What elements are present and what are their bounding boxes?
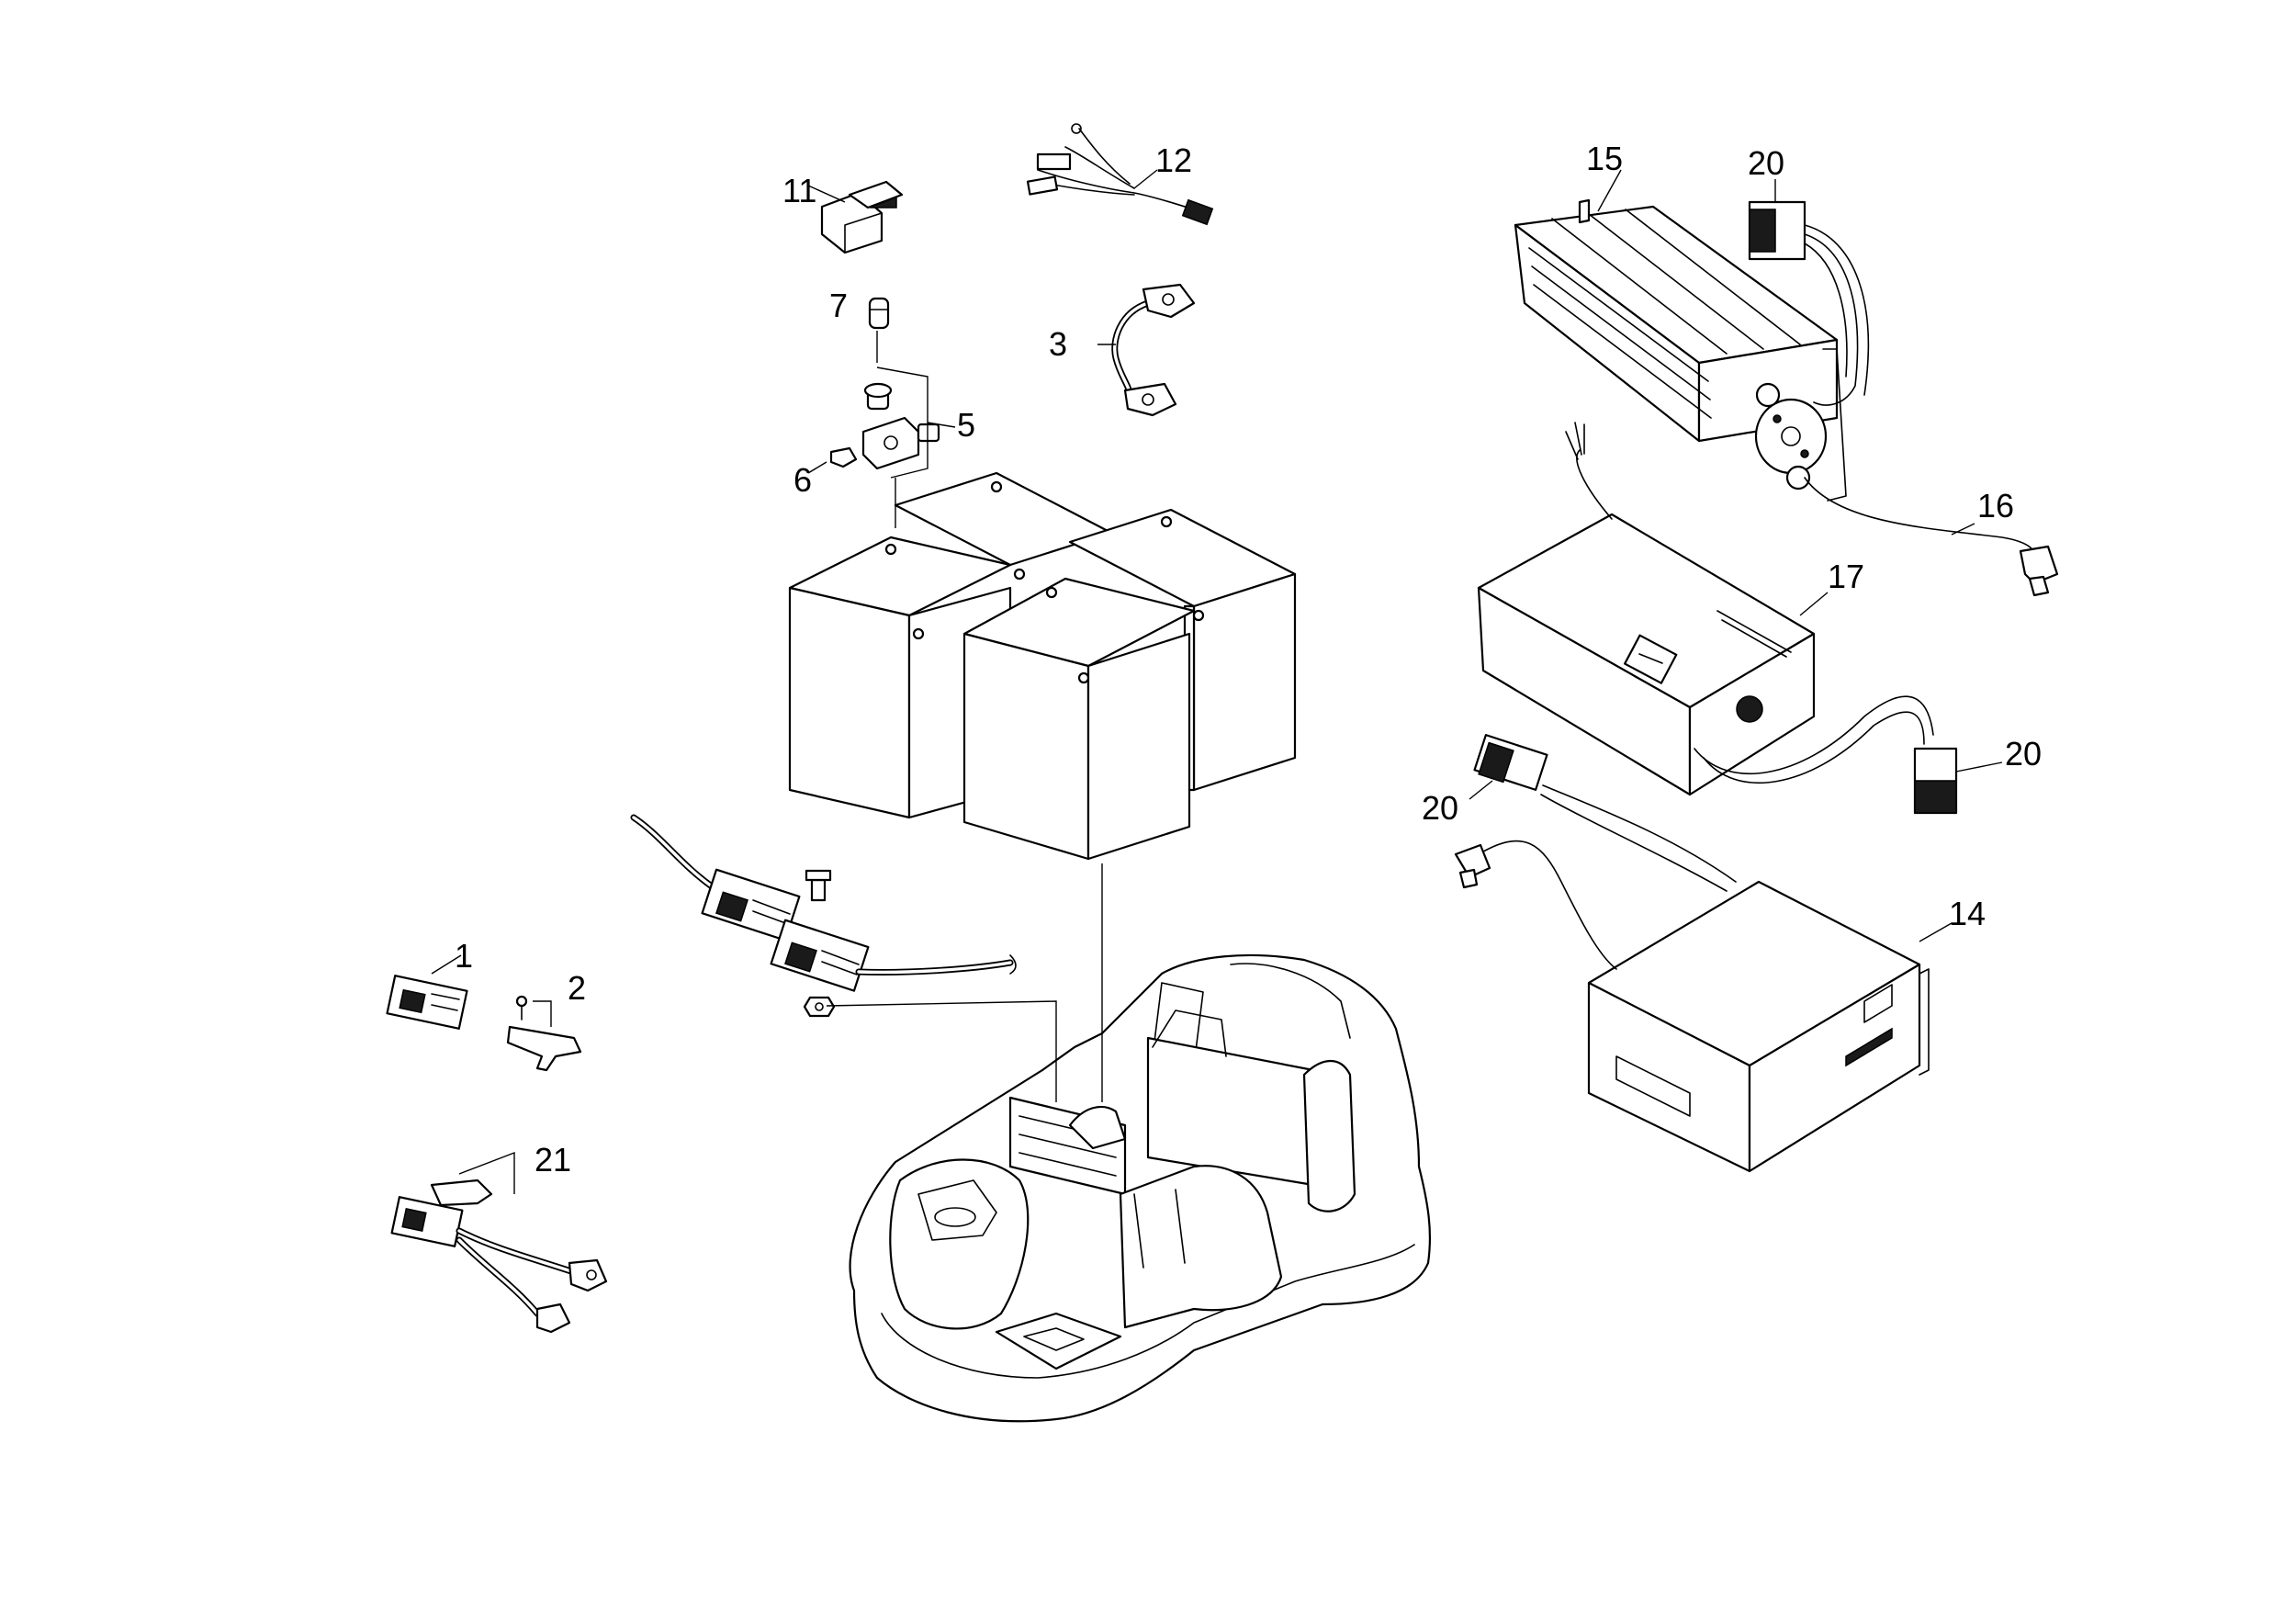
part-21-cable-pair [390,1179,608,1334]
part-11-bracket [820,180,904,254]
part-16-power-cable [1804,477,2059,597]
callout-21: 21 [535,1141,571,1179]
leader-lines [431,169,2003,1194]
callout-17: 17 [1828,558,1864,595]
callout-5: 5 [957,406,975,444]
callout-1: 1 [455,937,473,975]
callout-3: 3 [1049,325,1067,363]
callout-16: 16 [1977,487,2014,524]
part-15-charger-finned [1514,198,1847,502]
main-cable-assembly [630,814,1017,1018]
part-2-bracket [506,995,582,1072]
callout-20-left: 20 [1422,789,1458,827]
callout-20-right: 20 [2005,735,2042,773]
battery-block [788,471,1297,861]
callout-20-top: 20 [1748,144,1784,182]
part-20-connector-right [1694,695,1958,815]
callout-2: 2 [568,969,586,1007]
part-17-charger-box [1477,422,1816,796]
callout-15: 15 [1586,140,1623,177]
callout-14: 14 [1949,895,1986,932]
callout-7: 7 [829,287,848,324]
part-5-terminal [861,382,940,470]
part-20-connector-top [1748,200,1870,406]
part-1-connector [386,975,468,1030]
part-12-harness [1026,123,1214,226]
machine-body [849,953,1432,1423]
part-14-charger-box [1454,840,1930,1173]
part-20-connector-left [1473,734,1737,892]
part-6-clip [829,446,858,468]
callout-labels: 1 2 3 5 6 7 11 12 14 15 16 17 20 20 20 2… [455,140,2042,1179]
callout-11: 11 [782,172,816,209]
part-7-cap [868,297,890,330]
part-3-battery-cable [1111,283,1196,417]
callout-6: 6 [793,461,812,499]
callout-12: 12 [1155,141,1192,179]
